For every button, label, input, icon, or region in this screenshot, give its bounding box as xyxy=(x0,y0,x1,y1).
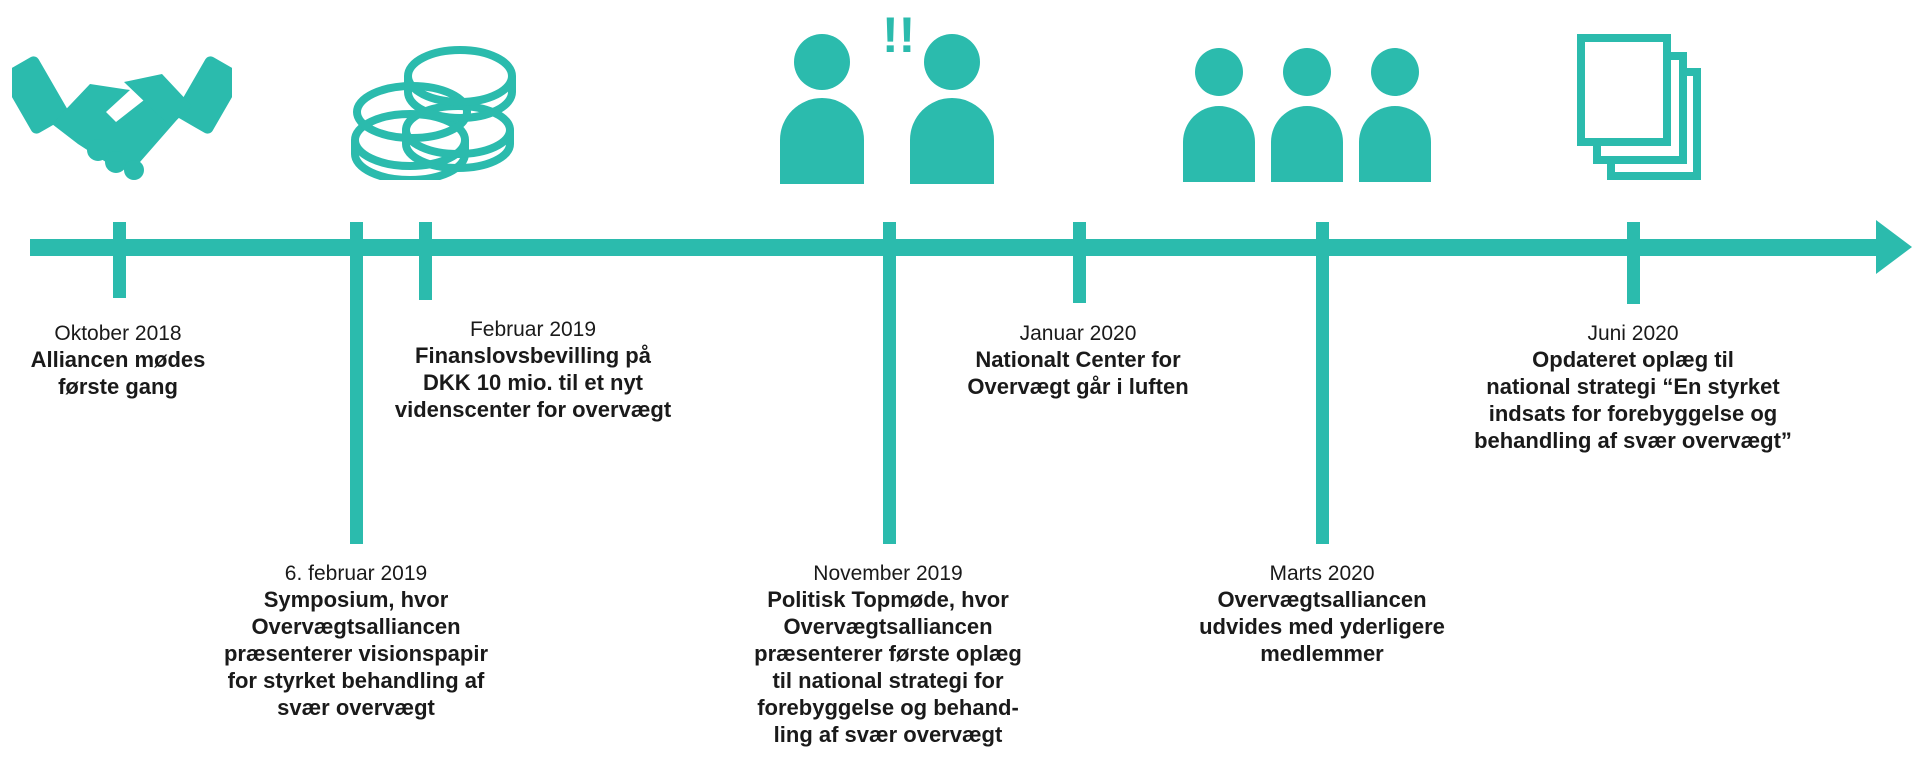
tick-marts-2020 xyxy=(1316,222,1329,544)
event-date: Oktober 2018 xyxy=(54,322,182,345)
tick-oktober-2018 xyxy=(113,222,126,298)
timeline-line xyxy=(30,239,1885,256)
event-februar-2019: Februar 2019 Finanslovsbevilling på DKK … xyxy=(353,318,713,423)
event-marts-2020: Marts 2020 Overvægtsalliancen udvides me… xyxy=(1142,562,1502,667)
event-oktober-2018: Oktober 2018 Alliancen mødes første gang xyxy=(0,322,298,400)
event-date: Marts 2020 xyxy=(1269,562,1375,585)
event-description: Opdateret oplæg til national strategi “E… xyxy=(1474,347,1792,453)
handshake-icon xyxy=(12,56,232,180)
event-januar-2020: Januar 2020 Nationalt Center for Overvæg… xyxy=(898,322,1258,400)
event-date: November 2019 xyxy=(813,562,963,585)
tick-juni-2020 xyxy=(1627,222,1640,304)
event-date: 6. februar 2019 xyxy=(284,562,428,585)
event-description: Nationalt Center for Overvægt går i luft… xyxy=(967,347,1189,399)
event-description: Overvægtsalliancen udvides med yderliger… xyxy=(1199,587,1445,666)
documents-icon xyxy=(1577,34,1701,180)
event-date: Juni 2020 xyxy=(1587,322,1679,345)
people-discussion-icon: !! xyxy=(780,8,994,184)
timeline-arrowhead xyxy=(1876,220,1912,274)
event-description: Symposium, hvor Overvægtsalliancen præse… xyxy=(223,587,489,720)
group-icon xyxy=(1183,48,1431,182)
event-november-2019: November 2019 Politisk Topmøde, hvor Ove… xyxy=(708,562,1068,748)
event-description: Finanslovsbevilling på DKK 10 mio. til e… xyxy=(394,343,672,422)
event-date: Januar 2020 xyxy=(1019,322,1137,345)
tick-6-februar-2019 xyxy=(350,222,363,544)
tick-november-2019 xyxy=(883,222,896,544)
exclamation-marks: !! xyxy=(882,8,915,63)
event-date: Februar 2019 xyxy=(469,318,597,341)
tick-februar-2019 xyxy=(419,222,432,300)
coins-icon xyxy=(351,46,516,180)
tick-januar-2020 xyxy=(1073,222,1086,303)
event-juni-2020: Juni 2020 Opdateret oplæg til national s… xyxy=(1443,322,1823,454)
event-description: Alliancen mødes første gang xyxy=(30,347,206,399)
event-6-februar-2019: 6. februar 2019 Symposium, hvor Overvægt… xyxy=(176,562,536,721)
event-description: Politisk Topmøde, hvor Overvægtsalliance… xyxy=(754,587,1022,747)
